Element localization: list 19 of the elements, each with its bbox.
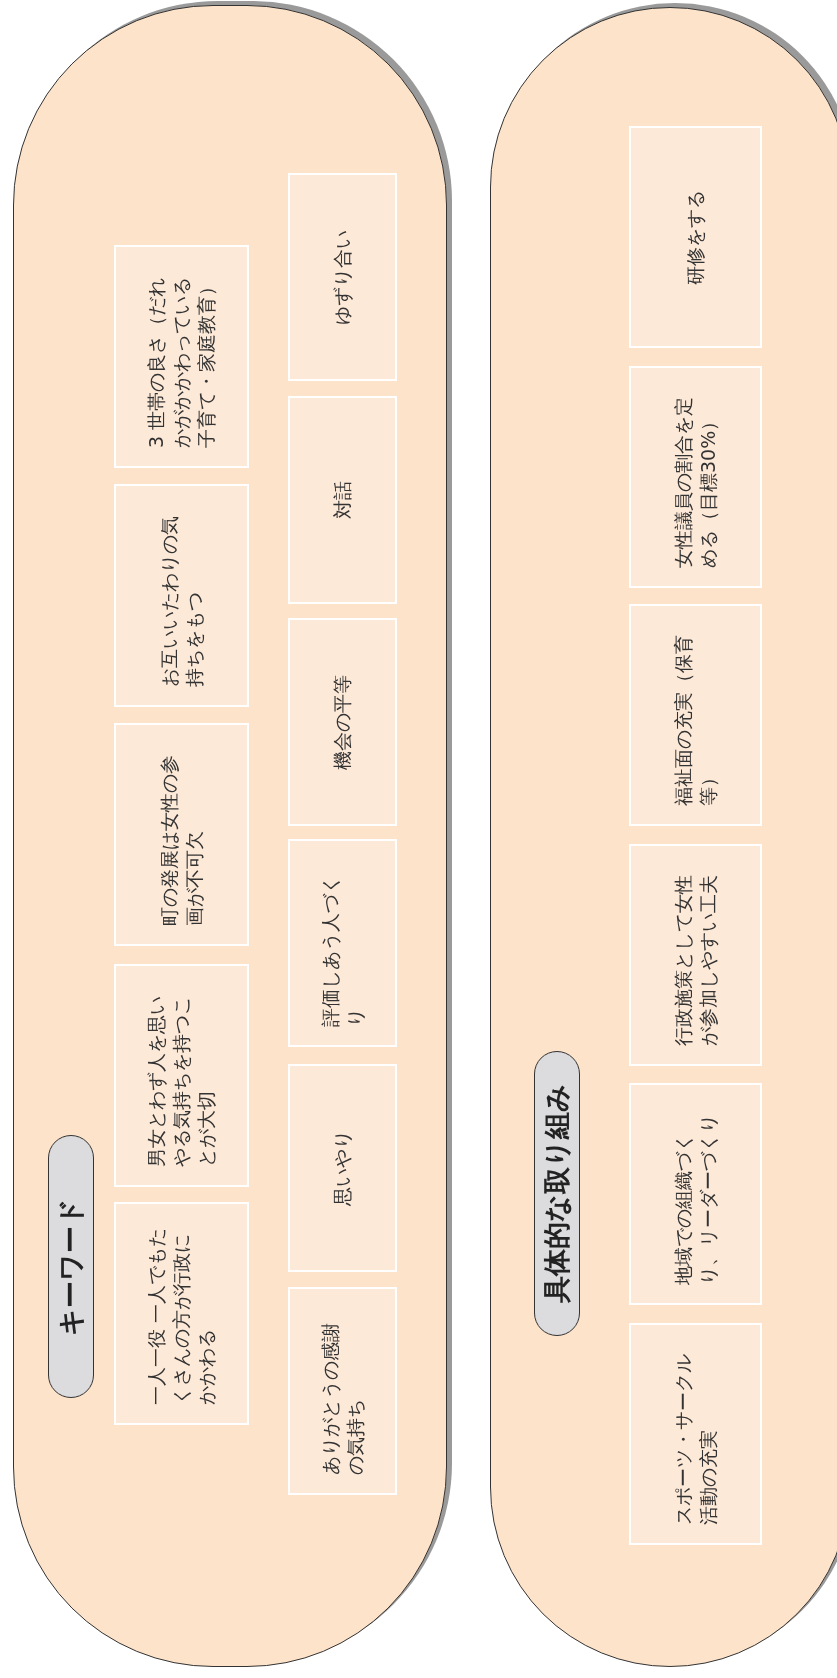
keyword-card: 機会の平等	[288, 618, 397, 826]
keyword-card: 対話	[288, 396, 397, 604]
keyword-card: スポーツ・サークル活動の充実	[629, 1323, 762, 1545]
keyword-card: 思いやり	[288, 1064, 397, 1272]
keyword-card: ありがとうの感謝の気持ち	[288, 1287, 397, 1495]
keyword-card: 評価しあう人づくり	[288, 839, 397, 1047]
keyword-card: 地域での組織づくり、リーダーづくり	[629, 1083, 762, 1305]
heading-label: 具体的な取り組み	[534, 1051, 580, 1336]
keyword-card: 行政施策として女性が参加しやすい工夫	[629, 844, 762, 1066]
heading-label: キーワード	[48, 1135, 94, 1398]
keyword-card: 研修をする	[629, 126, 762, 348]
keyword-card: 女性議員の割合を定める（目標30%）	[629, 366, 762, 588]
keyword-card: 一人一役 一人でもたくさんの方が行政にかかわる	[114, 1202, 249, 1425]
keyword-card: ゆずり合い	[288, 173, 397, 381]
keyword-card: 福祉面の充実（保育等）	[629, 604, 762, 826]
keyword-card: お互いいたわりの気持ちをもつ	[114, 484, 249, 707]
keyword-card: 町の発展は女性の参画が不可欠	[114, 723, 249, 946]
keyword-card: 男女とわず人を思いやる気持ちを持つことが大切	[114, 964, 249, 1187]
keyword-card: 3 世帯の良さ（だれかがかかわっている子育て・家庭教育）	[114, 245, 249, 468]
